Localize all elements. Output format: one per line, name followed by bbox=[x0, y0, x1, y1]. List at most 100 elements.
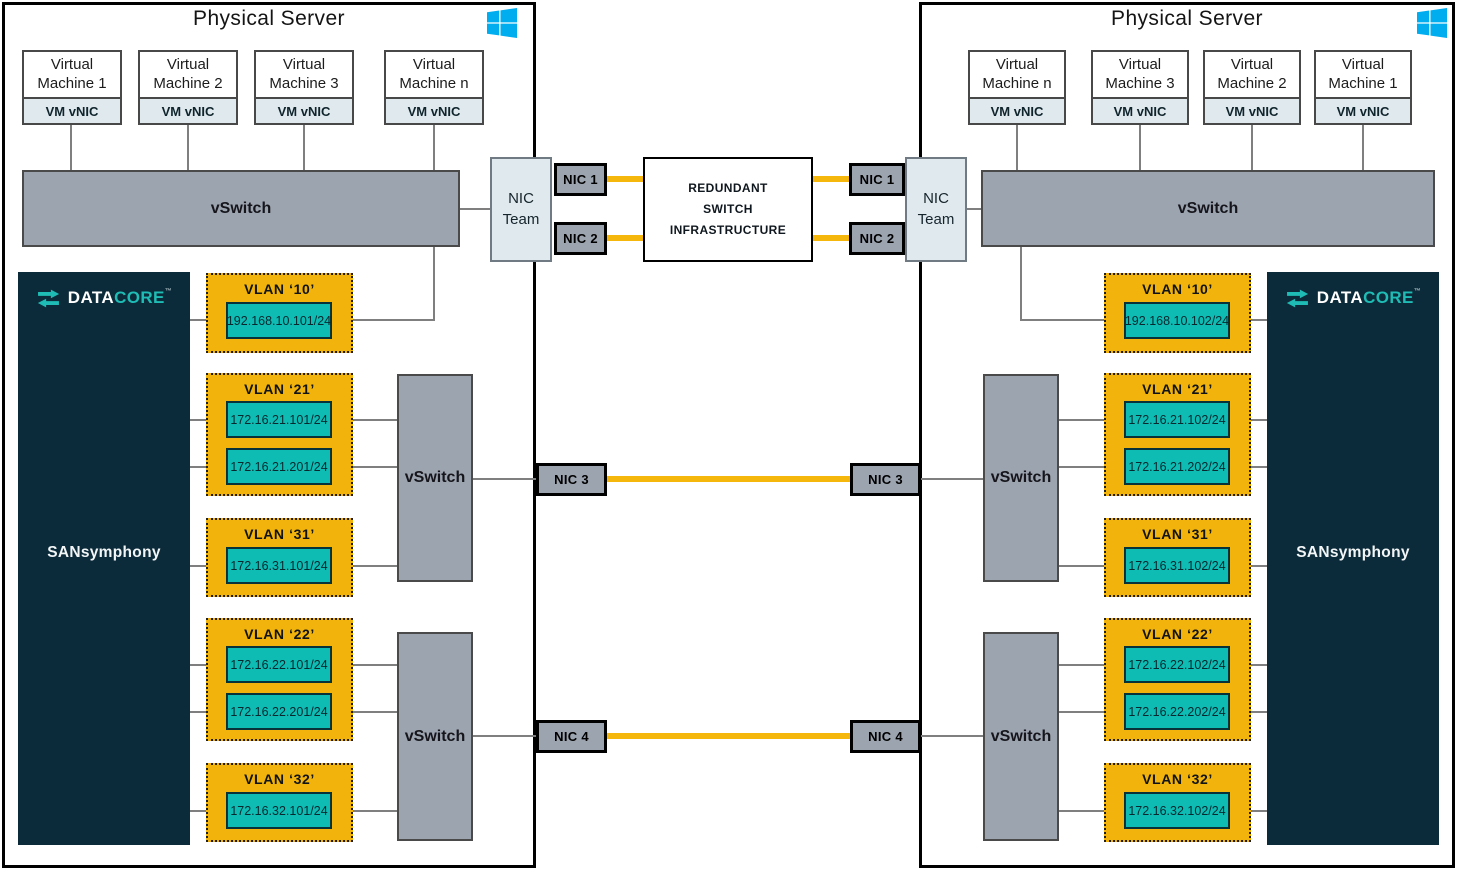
windows-logo-icon bbox=[1417, 8, 1447, 38]
connector-line bbox=[70, 125, 72, 170]
ip-box: 172.16.22.201/24 bbox=[226, 693, 332, 730]
vm-label: Virtual Machine n bbox=[982, 55, 1052, 92]
ip-box: 172.16.21.201/24 bbox=[226, 448, 332, 485]
sansymphony-label: SANsymphony bbox=[1296, 544, 1410, 561]
datacore-wordmark: DATACORE™ bbox=[67, 288, 173, 307]
ip-box: 172.16.32.101/24 bbox=[226, 792, 332, 829]
connector-line bbox=[1251, 419, 1267, 421]
ip-box: 172.16.22.101/24 bbox=[226, 646, 332, 683]
vm-label: Virtual Machine n bbox=[399, 55, 469, 92]
datacore-logo: DATACORE™ bbox=[1267, 288, 1439, 308]
vlan-label: VLAN ‘21’ bbox=[244, 381, 315, 397]
connector-line bbox=[1059, 711, 1104, 713]
vm-label: Virtual Machine 2 bbox=[153, 55, 223, 92]
windows-logo-icon bbox=[487, 8, 517, 38]
connector-line bbox=[921, 735, 983, 737]
datacore-logo: DATACORE™ bbox=[18, 288, 190, 308]
connector-line bbox=[433, 247, 435, 321]
connector-line bbox=[353, 664, 397, 666]
vm-vnic: VM vNIC bbox=[1093, 97, 1187, 123]
connector-line bbox=[190, 319, 206, 321]
ip-box: 172.16.21.202/24 bbox=[1124, 448, 1230, 485]
redundant-switch-box: REDUNDANT SWITCH INFRASTRUCTURE bbox=[643, 157, 813, 262]
nic-team-label: NIC Team bbox=[502, 190, 540, 228]
ip-box: 172.16.22.202/24 bbox=[1124, 693, 1230, 730]
connector-line bbox=[353, 319, 435, 321]
ip-box: 192.168.10.102/24 bbox=[1124, 302, 1230, 339]
nic-port-3-right: NIC 3 bbox=[850, 463, 921, 496]
vm-vnic: VM vNIC bbox=[970, 97, 1064, 123]
nic-team-label: NIC Team bbox=[917, 190, 955, 228]
ip-box: 192.168.10.101/24 bbox=[226, 302, 332, 339]
vm-vnic: VM vNIC bbox=[256, 97, 352, 123]
connector-line bbox=[1251, 565, 1267, 567]
redundant-switch-line2: SWITCH bbox=[703, 202, 753, 216]
connector-line bbox=[967, 208, 981, 210]
vswitch-storage-top-right: vSwitch bbox=[983, 374, 1059, 582]
connector-line bbox=[1362, 125, 1364, 170]
connector-line bbox=[1251, 711, 1267, 713]
physical-server-frame-right bbox=[919, 2, 1455, 868]
vm-vnic: VM vNIC bbox=[24, 97, 120, 123]
uplink-line-nic1 bbox=[813, 176, 849, 182]
vm-box: Virtual Machine 1 VM vNIC bbox=[1314, 50, 1412, 125]
vm-box: Virtual Machine 2 VM vNIC bbox=[1203, 50, 1301, 125]
vm-box: Virtual Machine 3 VM vNIC bbox=[1091, 50, 1189, 125]
datacore-arrows-icon bbox=[36, 289, 61, 308]
vm-box: Virtual Machine 3 VM vNIC bbox=[254, 50, 354, 125]
connector-line bbox=[1016, 125, 1018, 170]
connector-line bbox=[1139, 125, 1141, 170]
connector-line bbox=[353, 466, 397, 468]
vm-vnic: VM vNIC bbox=[140, 97, 236, 123]
uplink-line-nic3 bbox=[607, 476, 850, 482]
vlan-label: VLAN ‘10’ bbox=[244, 281, 315, 297]
connector-line bbox=[190, 419, 206, 421]
vlan-label: VLAN ‘22’ bbox=[244, 626, 315, 642]
connector-line bbox=[303, 125, 305, 170]
vlan-label: VLAN ‘31’ bbox=[1142, 526, 1213, 542]
connector-line bbox=[190, 711, 206, 713]
vlan-label: VLAN ‘32’ bbox=[1142, 771, 1213, 787]
ip-box: 172.16.22.102/24 bbox=[1124, 646, 1230, 683]
ip-box: 172.16.31.101/24 bbox=[226, 547, 332, 584]
connector-line bbox=[1059, 664, 1104, 666]
vm-vnic: VM vNIC bbox=[386, 97, 482, 123]
vm-vnic: VM vNIC bbox=[1316, 97, 1410, 123]
connector-line bbox=[187, 125, 189, 170]
connector-line bbox=[190, 565, 206, 567]
vswitch-storage-bottom-left: vSwitch bbox=[397, 632, 473, 841]
connector-line bbox=[190, 466, 206, 468]
vm-box: Virtual Machine 2 VM vNIC bbox=[138, 50, 238, 125]
nic-port-1-right: NIC 1 bbox=[849, 163, 905, 196]
redundant-switch-line3: INFRASTRUCTURE bbox=[669, 223, 787, 237]
connector-line bbox=[1251, 664, 1267, 666]
ip-box: 172.16.31.102/24 bbox=[1124, 547, 1230, 584]
connector-line bbox=[1251, 125, 1253, 170]
datacore-sansymphony-right: DATACORE™ SANsymphony bbox=[1267, 272, 1439, 845]
vswitch-vm-left: vSwitch bbox=[22, 170, 460, 247]
connector-line bbox=[433, 125, 435, 170]
connector-line bbox=[460, 208, 490, 210]
connector-line bbox=[1059, 466, 1104, 468]
connector-line bbox=[1251, 810, 1267, 812]
nic-port-3-left: NIC 3 bbox=[536, 463, 607, 496]
uplink-line-nic1 bbox=[607, 176, 643, 182]
vm-box: Virtual Machine 1 VM vNIC bbox=[22, 50, 122, 125]
vlan-label: VLAN ‘31’ bbox=[244, 526, 315, 542]
datacore-wordmark: DATACORE™ bbox=[1316, 288, 1422, 307]
connector-line bbox=[1251, 466, 1267, 468]
sansymphony-label: SANsymphony bbox=[47, 544, 161, 561]
physical-server-frame-left bbox=[2, 2, 536, 868]
ip-box: 172.16.21.102/24 bbox=[1124, 401, 1230, 438]
redundant-switch-line1: REDUNDANT bbox=[688, 181, 768, 195]
vm-label: Virtual Machine 1 bbox=[1328, 55, 1398, 92]
nic-port-2-right: NIC 2 bbox=[849, 222, 905, 255]
vm-label: Virtual Machine 3 bbox=[1105, 55, 1175, 92]
nic-port-4-right: NIC 4 bbox=[850, 720, 921, 753]
uplink-line-nic2 bbox=[607, 235, 643, 241]
vswitch-storage-bottom-right: vSwitch bbox=[983, 632, 1059, 841]
vswitch-storage-top-left: vSwitch bbox=[397, 374, 473, 582]
vm-label: Virtual Machine 2 bbox=[1217, 55, 1287, 92]
connector-line bbox=[190, 810, 206, 812]
